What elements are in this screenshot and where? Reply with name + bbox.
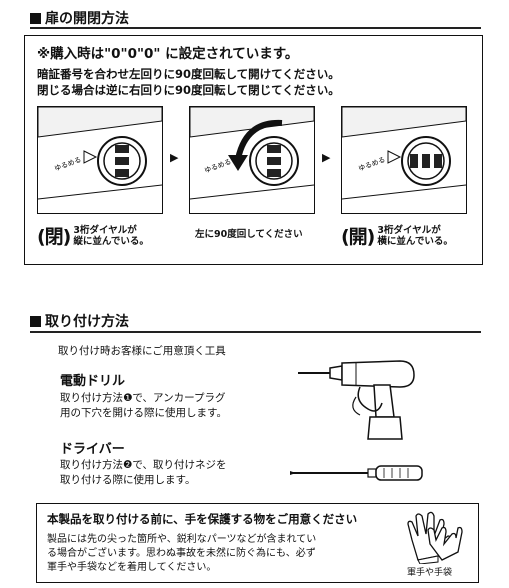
- dial-label: ゆるめる: [203, 158, 232, 175]
- tool-name-driver: ドライバー: [60, 442, 125, 457]
- warning-body: 製品には先の尖った箇所や、鋭利なパーツなどが含まれてい る場合がございます。思わ…: [47, 534, 317, 573]
- dial-label: ゆるめる: [53, 156, 82, 173]
- glove-icon: [407, 511, 463, 564]
- screwdriver-icon: [290, 465, 423, 481]
- safe-dial-turning-illustration: ゆるめる: [190, 107, 314, 200]
- section-title-door: 扉の開閉方法: [30, 8, 129, 28]
- tools-subtitle: 取り付け時お客様にご用意頂く工具: [58, 345, 226, 357]
- closed-caption: (閉) 3桁ダイヤルが 縦に並んでいる。: [37, 224, 149, 249]
- dial-label: ゆるめる: [357, 156, 386, 173]
- square-bullet-icon: [30, 315, 41, 327]
- open-instruction: 暗証番号を合わせ左回りに90度回転して開けてください。: [37, 67, 340, 81]
- dial-panel-closed: ゆるめる: [37, 106, 163, 214]
- rotate-caption: 左に90度回してください: [195, 229, 303, 240]
- dial-panel-open: ゆるめる: [341, 106, 467, 214]
- power-drill-icon: [298, 360, 415, 440]
- tool-name-drill: 電動ドリル: [60, 374, 126, 389]
- section-divider: [30, 27, 481, 29]
- close-instruction: 閉じる場合は逆に右回りに90度回転して閉じてください。: [37, 83, 340, 97]
- step-arrow-icon: ▶: [170, 151, 179, 164]
- dial-panel-turning: ゆるめる: [189, 106, 315, 214]
- tool-desc-drill: 取り付け方法❶で、アンカープラグ 用の下穴を開ける際に使用します。: [60, 392, 227, 419]
- section-title-install: 取り付け方法: [30, 311, 129, 331]
- hand-protection-warning-box: 本製品を取り付ける前に、手を保護する物をご用意ください 製品には先の尖った箇所や…: [36, 503, 479, 583]
- safe-dial-open-illustration: ゆるめる: [342, 107, 466, 200]
- counterclockwise-arrow-icon: [228, 155, 248, 171]
- step-arrow-icon: ▶: [322, 151, 331, 164]
- glove-caption: 軍手や手袋: [407, 568, 453, 578]
- square-bullet-icon: [30, 12, 41, 24]
- safe-dial-closed-illustration: ゆるめる: [38, 107, 162, 200]
- warning-title: 本製品を取り付ける前に、手を保護する物をご用意ください: [47, 512, 358, 526]
- factory-setting-notice: ※購入時は"0"0"0" に設定されています。: [37, 46, 299, 62]
- open-caption: (開) 3桁ダイヤルが 横に並んでいる。: [341, 224, 453, 249]
- tool-desc-driver: 取り付け方法❷で、取り付けネジを 取り付ける際に使用します。: [60, 459, 227, 486]
- section-divider: [30, 331, 481, 333]
- door-instructions-box: ※購入時は"0"0"0" に設定されています。 暗証番号を合わせ左回りに90度回…: [24, 35, 483, 265]
